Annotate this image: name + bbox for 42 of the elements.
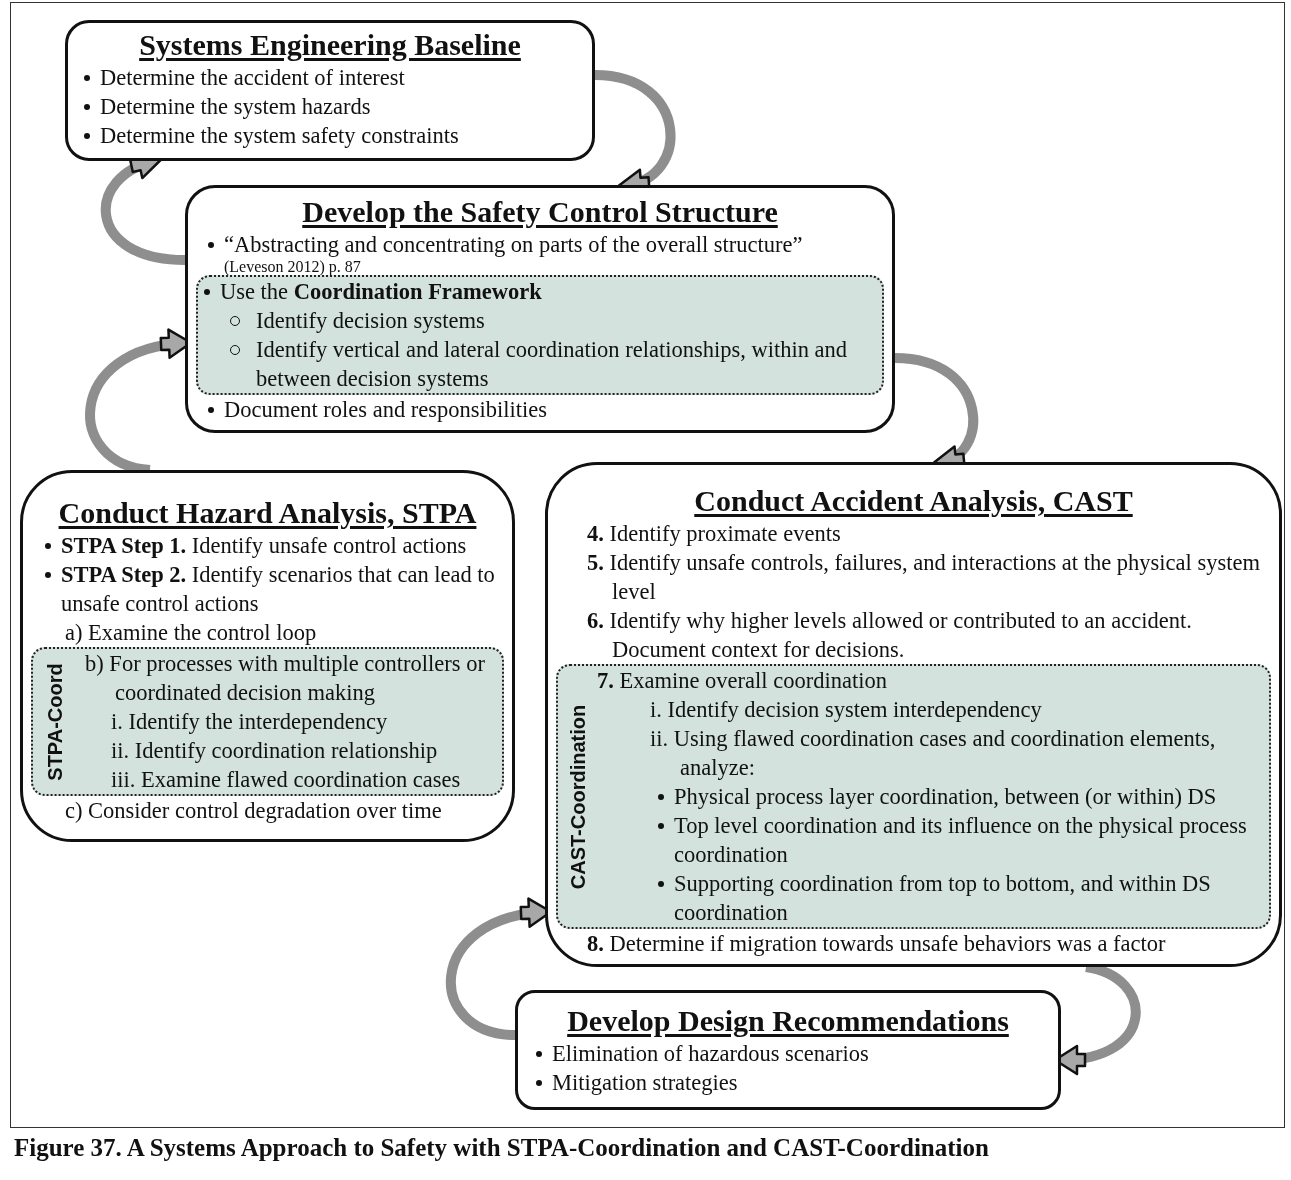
list-item: a) Examine the control loop [64,619,318,647]
vertical-label: STPA-Coord [44,662,66,781]
list-item: i. Identify the interdependency [110,708,389,736]
list-item: ii. Identify coordination relationship [110,737,439,765]
list-item: Use the Coordination Framework [220,278,543,306]
list-item: Document roles and responsibilities [224,396,549,424]
box-heading: Develop Design Recommendations [566,1003,1010,1039]
list-item: c) Consider control degradation over time [64,797,443,825]
list-item: Supporting coordination from top to bottom, and within DS coordination [674,870,1212,927]
box-heading: Systems Engineering Baseline [138,27,522,63]
list-item: Top level coordination and its influence on the physical process coordination [674,812,1248,869]
vertical-label: CAST-Coordination [567,704,589,889]
list-item: 5. Identify unsafe controls, failures, and interactions at the physical system level [586,549,1261,606]
shaded-panel [196,275,884,395]
list-item: Elimination of hazardous scenarios [552,1040,870,1068]
process-box [515,990,1061,1110]
figure-caption: Figure 37. A Systems Approach to Safety with STPA-Coordination and CAST-Coordination [14,1133,989,1163]
list-item: Identify vertical and lateral coordination relationships, within and between decision systems [256,336,849,393]
process-box [20,470,515,842]
list-item: ii. Using flawed coordination cases and coordination elements, analyze: [649,725,1217,782]
list-item: 8. Determine if migration towards unsafe behaviors was a factor [586,930,1167,958]
list-item: Identify decision systems [256,307,486,335]
list-item: Mitigation strategies [552,1069,739,1097]
list-item: Determine the accident of interest [100,64,406,92]
list-item: Determine the system hazards [100,93,372,121]
list-item: Determine the system safety constraints [100,122,460,150]
list-item: iii. Examine flawed coordination cases [110,766,462,794]
shaded-panel [31,647,504,796]
process-box [545,462,1282,967]
process-box [65,20,595,161]
list-item: “Abstracting and concentrating on parts of the overall structure” [224,231,804,259]
list-item: 6. Identify why higher levels allowed or contributed to an accident. Document context for decisions. [586,607,1193,664]
box-heading: Conduct Hazard Analysis, STPA [57,495,478,531]
list-item: 4. Identify proximate events [586,520,842,548]
shaded-panel [556,664,1271,929]
list-item: STPA Step 1. Identify unsafe control actions [61,532,468,560]
list-item: i. Identify decision system interdependency [649,696,1043,724]
process-box [185,185,895,433]
box-heading: Develop the Safety Control Structure [301,194,779,230]
list-item: 7. Examine overall coordination [596,667,888,695]
box-heading: Conduct Accident Analysis, CAST [693,483,1134,519]
list-item: Physical process layer coordination, between (or within) DS [674,783,1218,811]
